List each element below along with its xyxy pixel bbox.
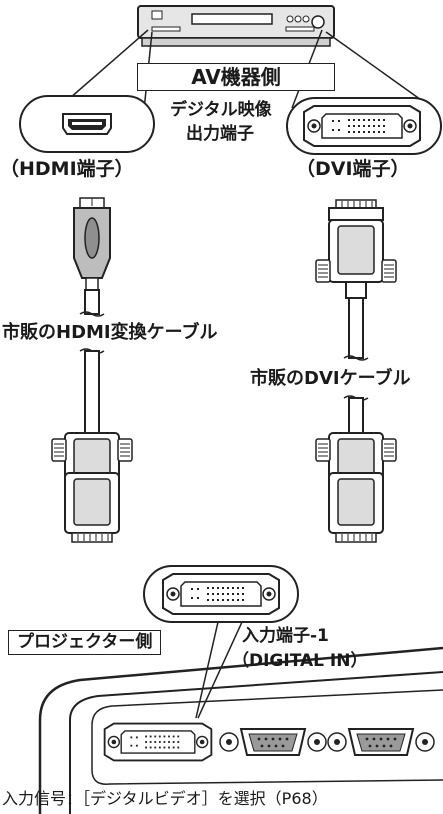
projector-side-label: プロジェクター側	[8, 630, 162, 655]
hdmi-terminal-label: （HDMI端子）	[0, 158, 134, 180]
projector-vga-port-2	[327, 728, 435, 756]
av-side-label: AV機器側	[137, 63, 335, 91]
digital-output-label-line1: デジタル映像	[170, 100, 272, 120]
hdmi-cable-label: 市販のHDMI変換ケーブル	[2, 322, 218, 344]
dvi-port-callout	[286, 97, 442, 155]
input-terminal-label-line1: 入力端子-1	[242, 626, 329, 646]
av-device	[137, 5, 335, 47]
projector-body	[38, 646, 443, 814]
hdmi-cable	[51, 197, 133, 543]
projector-dvi-port	[103, 722, 213, 762]
dvi-cable-label: 市販のDVIケーブル	[250, 368, 411, 390]
digital-output-label-line2: 出力端子	[186, 124, 254, 144]
dvi-cable	[315, 199, 397, 543]
input-terminal-label-line2: （DIGITAL IN）	[232, 651, 368, 671]
footer-note: 入力信号：［デジタルビデオ］を選択（P68）	[2, 789, 328, 808]
dvi-terminal-label: （DVI端子）	[296, 158, 410, 180]
projector-vga-port-1	[219, 728, 327, 756]
hdmi-port-callout	[19, 95, 155, 153]
